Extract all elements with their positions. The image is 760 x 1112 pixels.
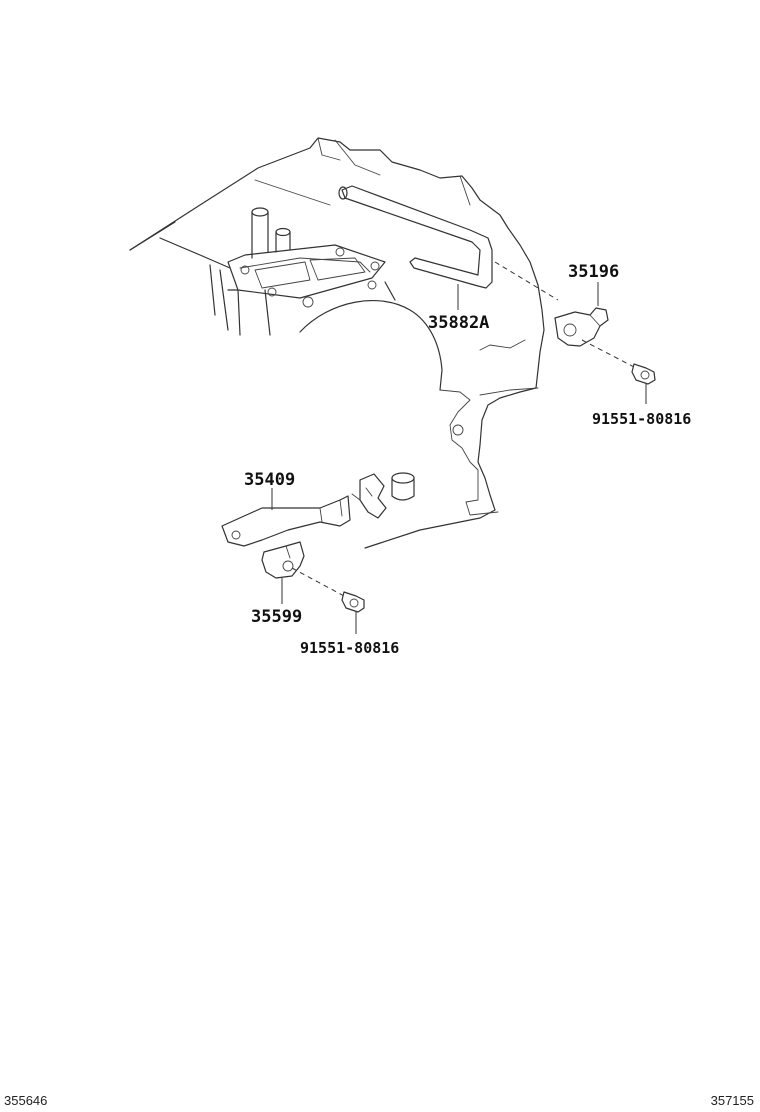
part-label-91551-lower[interactable]: 91551-80816: [300, 639, 399, 657]
bolt-upper: [581, 339, 656, 385]
part-label-35882a[interactable]: 35882A: [428, 313, 489, 333]
bracket-35599: [261, 541, 305, 579]
transmission-housing: [129, 137, 545, 549]
spring-clip: [351, 473, 387, 519]
breather-tube-35882a: [338, 185, 493, 289]
bolt-lower: [291, 567, 365, 613]
clamp-35196: [554, 307, 609, 347]
lever-35409: [221, 495, 351, 547]
pivot-cylinder: [391, 472, 415, 501]
illustration-code-left: 355646: [4, 1093, 48, 1108]
part-label-35196[interactable]: 35196: [568, 262, 619, 282]
part-label-91551-upper[interactable]: 91551-80816: [592, 410, 691, 428]
dash-35196-to-housing: [494, 261, 559, 301]
part-label-35599[interactable]: 35599: [251, 607, 302, 627]
part-label-35409[interactable]: 35409: [244, 470, 295, 490]
illustration-code-right: 357155: [710, 1093, 754, 1108]
